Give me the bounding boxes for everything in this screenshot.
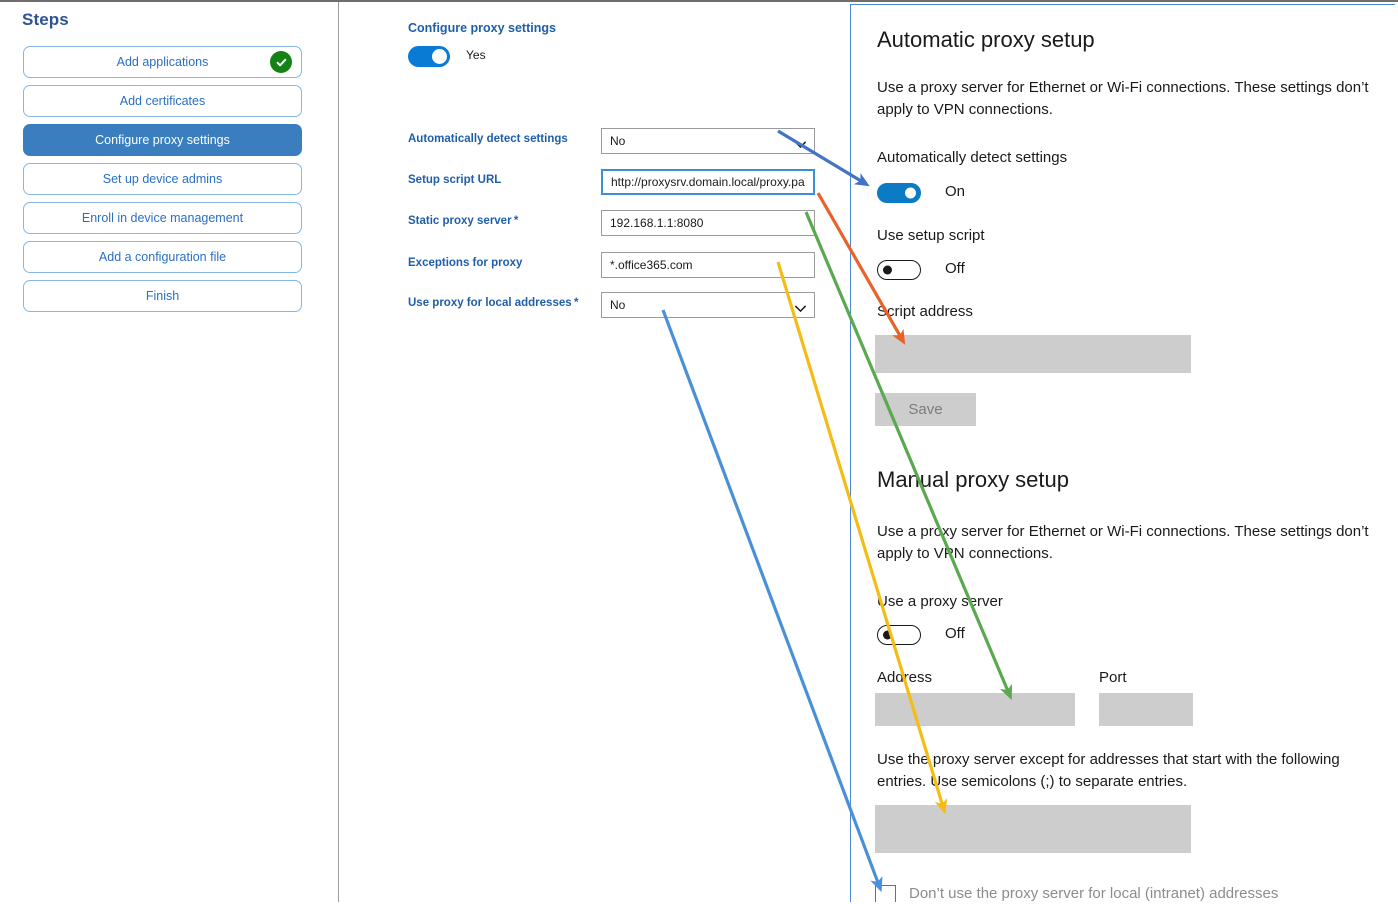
setup-script-url-input[interactable]: http://proxysrv.domain.local/proxy.pa — [601, 169, 815, 195]
port-input[interactable] — [1099, 693, 1193, 726]
field-value: http://proxysrv.domain.local/proxy.pa — [611, 175, 805, 189]
step-label: Finish — [145, 289, 180, 303]
top-divider — [0, 0, 1398, 2]
form-heading: Configure proxy settings — [408, 21, 556, 35]
bypass-local-addresses-label: Don’t use the proxy server for local (in… — [909, 885, 1279, 902]
use-a-proxy-server-label: Use a proxy server — [877, 593, 1003, 610]
automatically-detect-settings-label: Automatically detect settings — [877, 149, 1068, 166]
address-input[interactable] — [875, 693, 1075, 726]
check-circle-icon — [270, 51, 292, 73]
address-label: Address — [877, 669, 933, 686]
field-value: No — [610, 134, 626, 148]
use-setup-script-toggle[interactable] — [877, 260, 921, 280]
steps-title: Steps — [22, 10, 69, 29]
use-proxy-for-local-addresses-select[interactable]: No — [601, 292, 815, 318]
toggle-thumb — [905, 187, 916, 199]
field-label: Use proxy for local addresses * — [408, 297, 579, 309]
step-item-finish[interactable]: Finish — [23, 280, 302, 312]
toggle-thumb — [883, 630, 892, 640]
step-item-configure-proxy-settings[interactable]: Configure proxy settings — [23, 124, 302, 156]
save-button-label: Save — [908, 401, 943, 418]
step-item-enroll-in-device-management[interactable]: Enroll in device management — [23, 202, 302, 234]
configure-proxy-toggle[interactable] — [408, 46, 450, 67]
script-address-input[interactable] — [875, 335, 1191, 373]
field-label: Setup script URL — [408, 174, 502, 186]
chevron-down-icon — [795, 138, 806, 149]
configure-proxy-toggle-value: Yes — [466, 48, 486, 62]
step-item-set-up-device-admins[interactable]: Set up device admins — [23, 163, 302, 195]
port-label: Port — [1099, 669, 1127, 686]
form-row-use-proxy-for-local-addresses: Use proxy for local addresses * No — [339, 292, 834, 318]
toggle-knob — [432, 49, 447, 64]
form-row-setup-script-url: Setup script URL http://proxysrv.domain.… — [339, 169, 834, 195]
script-address-label: Script address — [877, 303, 973, 320]
chevron-down-icon — [795, 302, 806, 313]
step-item-add-certificates[interactable]: Add certificates — [23, 85, 302, 117]
windows-proxy-settings-panel: Automatic proxy setup Use a proxy server… — [850, 4, 1395, 902]
proxy-exceptions-input[interactable] — [875, 805, 1191, 853]
proxy-form-pane: Configure proxy settings Yes Automatical… — [339, 2, 834, 902]
automatically-detect-settings-state: On — [945, 183, 966, 200]
form-row-exceptions-for-proxy: Exceptions for proxy *.office365.com — [339, 252, 834, 278]
field-value: 192.168.1.1:8080 — [610, 216, 704, 230]
save-button[interactable]: Save — [875, 393, 976, 426]
step-label: Add applications — [116, 55, 209, 69]
toggle-thumb — [883, 265, 892, 275]
step-item-add-applications[interactable]: Add applications — [23, 46, 302, 78]
bypass-local-addresses-checkbox[interactable] — [875, 885, 896, 902]
proxy-exceptions-description: Use the proxy server except for addresse… — [877, 751, 1340, 790]
field-label: Static proxy server * — [408, 215, 519, 227]
use-setup-script-label: Use setup script — [877, 227, 985, 244]
automatic-proxy-setup-heading: Automatic proxy setup — [877, 27, 1095, 52]
field-label: Automatically detect settings — [408, 133, 568, 145]
step-label: Configure proxy settings — [95, 133, 230, 147]
manual-proxy-setup-description: Use a proxy server for Ethernet or Wi-Fi… — [877, 523, 1369, 562]
automatically-detect-settings-toggle[interactable] — [877, 183, 921, 203]
field-value: No — [610, 298, 626, 312]
step-label: Set up device admins — [102, 172, 223, 186]
automatically-detect-settings-select[interactable]: No — [601, 128, 815, 154]
automatic-proxy-setup-description: Use a proxy server for Ethernet or Wi-Fi… — [877, 79, 1369, 118]
use-a-proxy-server-toggle[interactable] — [877, 625, 921, 645]
use-a-proxy-server-state: Off — [945, 625, 965, 642]
field-label: Exceptions for proxy — [408, 257, 523, 269]
step-item-add-a-configuration-file[interactable]: Add a configuration file — [23, 241, 302, 273]
use-setup-script-state: Off — [945, 260, 965, 277]
step-label: Add certificates — [119, 94, 206, 108]
field-value: *.office365.com — [610, 258, 693, 272]
static-proxy-server-input[interactable]: 192.168.1.1:8080 — [601, 210, 815, 236]
steps-list: Add applications Add certificates Config… — [23, 46, 302, 319]
step-label: Enroll in device management — [81, 211, 244, 225]
form-row-automatically-detect-settings: Automatically detect settings No — [339, 128, 834, 154]
step-label: Add a configuration file — [98, 250, 227, 264]
form-row-static-proxy-server: Static proxy server * 192.168.1.1:8080 — [339, 210, 834, 236]
manual-proxy-setup-heading: Manual proxy setup — [877, 467, 1069, 492]
steps-panel: Steps Add applications Add certificates … — [2, 2, 339, 902]
exceptions-for-proxy-input[interactable]: *.office365.com — [601, 252, 815, 278]
